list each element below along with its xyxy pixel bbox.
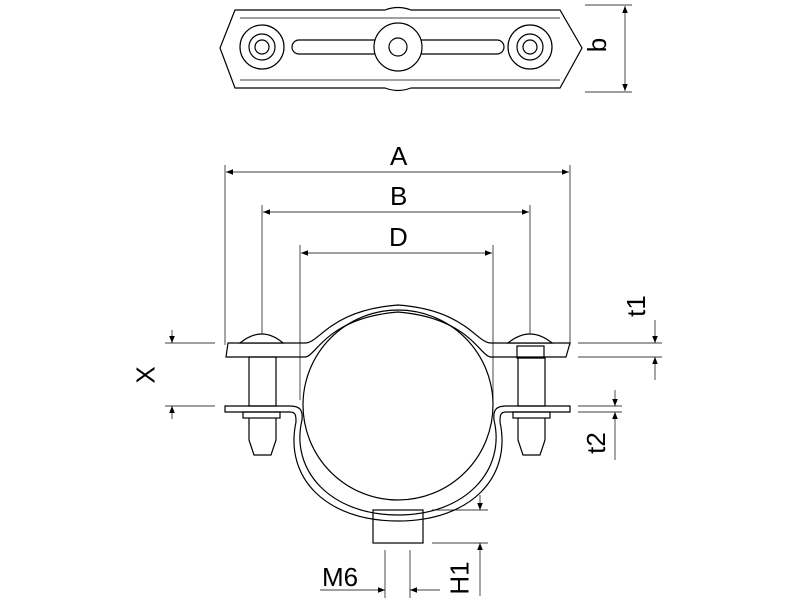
dimension-label-h1: H1: [444, 561, 475, 595]
clamp-front-view: [224, 304, 571, 544]
dimension-label-t2: t2: [580, 432, 611, 454]
dimension-label-t1: t1: [620, 295, 651, 317]
dimension-label-d: D: [389, 222, 408, 252]
dimension-label-b: B: [390, 181, 408, 211]
dimension-label-a: A: [390, 141, 408, 171]
dimension-label-m6: M6: [322, 562, 359, 592]
dimension-label-x: X: [130, 366, 161, 384]
top-view: [219, 4, 632, 93]
dimension-label-width-b: b: [582, 37, 613, 53]
dimension-lines: [165, 165, 662, 598]
